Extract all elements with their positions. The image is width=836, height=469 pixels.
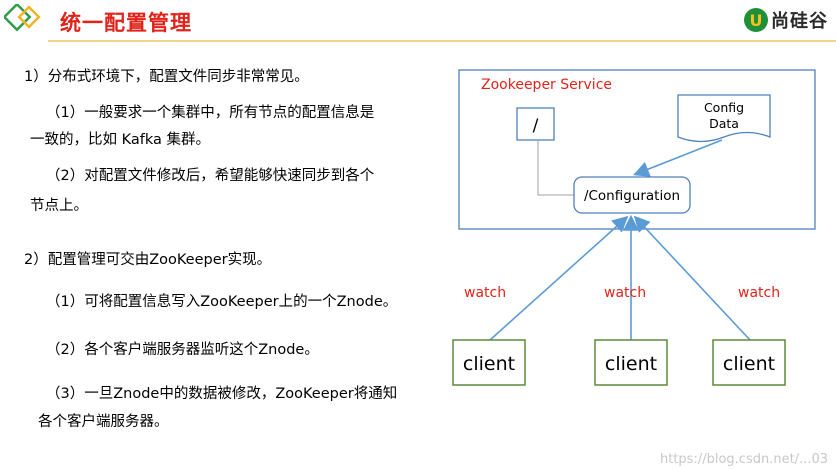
- diamond-logo-icon: [4, 4, 41, 32]
- configuration-node-label: /Configuration: [584, 188, 680, 204]
- point-2b: （2）各个客户端服务器监听这个Znode。: [46, 342, 319, 358]
- watch-label-1: watch: [464, 285, 506, 301]
- client-box-3: [712, 339, 786, 386]
- config-data-line1: Config: [704, 100, 744, 115]
- brand-logo-icon: U: [744, 8, 768, 32]
- config-data-line2: Data: [709, 116, 739, 131]
- client-box-2: [594, 339, 668, 386]
- point-1b-line1: （2）对配置文件修改后，希望能够快速同步到各个: [46, 168, 375, 184]
- client-label-1: client: [463, 353, 515, 375]
- watch-arrow-1: [489, 215, 629, 341]
- point-1a-line2: 一致的，比如 Kafka 集群。: [30, 132, 210, 148]
- watch-arrow-3: [633, 215, 751, 341]
- watch-label-3: watch: [738, 285, 780, 301]
- client-label-2: client: [605, 353, 657, 375]
- watch-label-2: watch: [604, 285, 646, 301]
- configuration-node-box: [573, 176, 691, 214]
- client-box-1: [452, 339, 526, 386]
- client-label-3: client: [723, 353, 775, 375]
- brand-name: 尚硅谷: [771, 11, 828, 32]
- point-2c-line2: 各个客户端服务器。: [38, 414, 169, 430]
- service-label: Zookeeper Service: [481, 77, 612, 93]
- page-title: 统一配置管理: [60, 11, 192, 35]
- header: 统一配置管理 U 尚硅谷: [0, 0, 836, 40]
- point-1a-line1: （1）一般要求一个集群中，所有节点的配置信息是: [46, 105, 375, 121]
- header-divider: [48, 40, 836, 42]
- point-2c-line1: （3）一旦Znode中的数据被修改，ZooKeeper将通知: [46, 386, 398, 402]
- root-node-label: /: [533, 116, 539, 136]
- brand: U 尚硅谷: [744, 6, 828, 34]
- point-1: 1）分布式环境下，配置文件同步非常常见。: [24, 69, 309, 85]
- root-to-config-connector: [537, 140, 574, 196]
- root-node-box: [516, 107, 555, 141]
- point-1b-line2: 节点上。: [30, 198, 88, 214]
- point-2a: （1）可将配置信息写入ZooKeeper上的一个Znode。: [46, 294, 398, 310]
- config-data-document: [677, 94, 771, 143]
- point-2: 2）配置管理可交由ZooKeeper实现。: [24, 252, 272, 268]
- watermark: https://blog.csdn.net/...03: [660, 452, 828, 467]
- data-to-config-arrow: [633, 139, 723, 177]
